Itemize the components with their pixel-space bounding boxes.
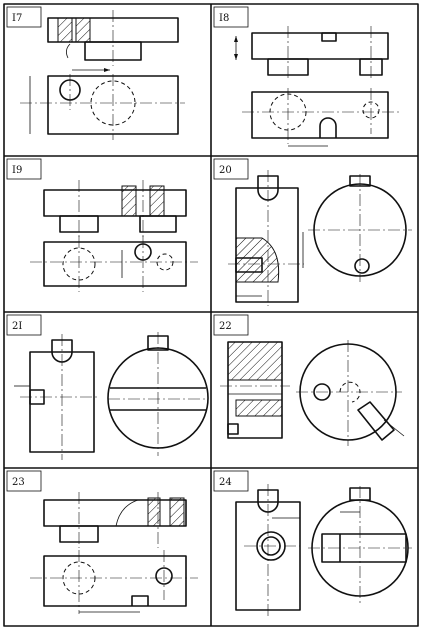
problem-panel-19: I9 <box>6 158 198 292</box>
problem-panel-20: 20 <box>213 158 412 306</box>
problem-panel-23: 23 <box>6 470 198 614</box>
problem-label: 22 <box>219 321 232 332</box>
label-box <box>6 470 42 492</box>
problem-label: 20 <box>219 165 232 176</box>
label-box <box>6 158 42 180</box>
label-box <box>213 314 249 336</box>
problem-panel-18: I8 <box>213 6 400 147</box>
problem-label: I9 <box>12 165 22 176</box>
label-box <box>213 158 249 180</box>
grid-frame <box>3 3 419 627</box>
problem-panel-22: 22 <box>213 314 405 446</box>
label-box <box>213 6 249 28</box>
problem-label: 23 <box>12 477 25 488</box>
problem-label: I7 <box>12 13 22 24</box>
label-box <box>213 470 249 492</box>
problem-panel-24: 24 <box>213 470 412 618</box>
problem-panel-17: I7 <box>6 6 185 140</box>
label-box <box>6 6 42 28</box>
problem-label: I8 <box>219 13 229 24</box>
label-box <box>6 314 42 336</box>
problem-panel-21: 2I <box>6 314 209 460</box>
problem-label: 24 <box>219 477 232 488</box>
problem-label: 2I <box>12 321 22 332</box>
